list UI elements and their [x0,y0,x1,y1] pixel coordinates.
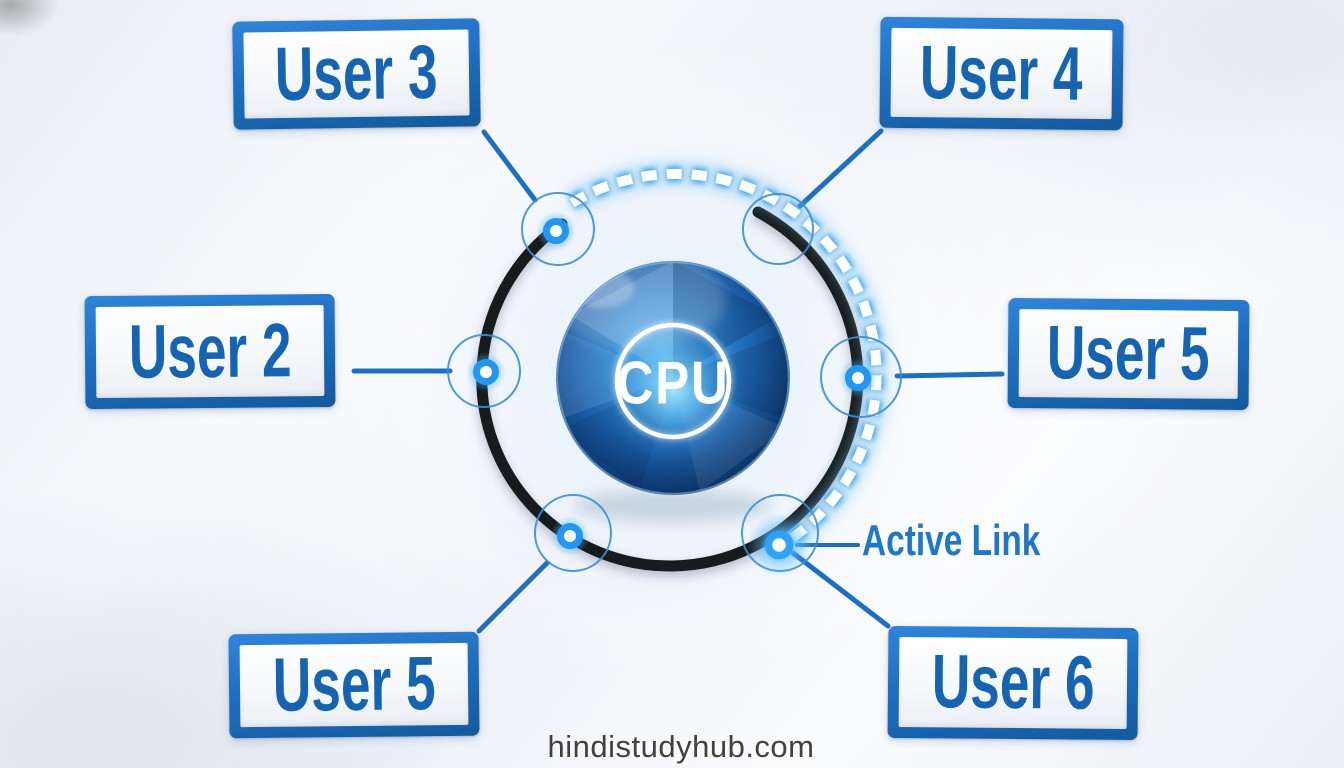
cpu-inner-ring [614,322,732,440]
connector-user4-line [797,128,884,209]
connector-user5-bottom-line [476,560,550,634]
user-box-face: User 5 [239,641,469,728]
user-box-top-left: User 3 [232,18,481,130]
user-box-right: User 5 [1007,297,1250,411]
cpu-label: CPU [617,350,730,417]
connection-node-right [820,336,902,418]
user-box-face: User 6 [898,637,1128,729]
user-label: User 3 [274,29,439,118]
user-box-top-right: User 4 [879,16,1124,131]
connector-user3-line [481,129,538,203]
connection-ring-top-right [742,193,814,265]
user-box-left: User 2 [84,293,336,410]
connector-user6-line [790,550,891,629]
connection-nodes [447,192,902,577]
connection-node-left [447,334,521,408]
user-box-face: User 5 [1018,309,1239,399]
user-label: User 5 [1046,310,1211,397]
active-dashed-arc [565,160,890,558]
user-label: User 4 [919,29,1084,117]
user-label: User 5 [272,641,436,728]
active-link-label: Active Link [862,516,1041,565]
user-box-face: User 2 [95,305,325,398]
connector-lines [351,128,1005,634]
connection-node-top-left [521,192,595,266]
connection-node-bottom-left [534,494,612,572]
connector-user5-right-line [894,371,1005,379]
user-box-face: User 4 [890,27,1113,120]
watermark-text: hindistudyhub.com [547,729,815,764]
connection-node-active-link [741,494,819,577]
user-box-bottom-left: User 5 [228,631,480,739]
user-label: User 6 [931,639,1095,726]
user-box-bottom-right: User 6 [887,625,1139,741]
user-box-face: User 3 [243,29,470,119]
user-label: User 2 [128,307,292,395]
